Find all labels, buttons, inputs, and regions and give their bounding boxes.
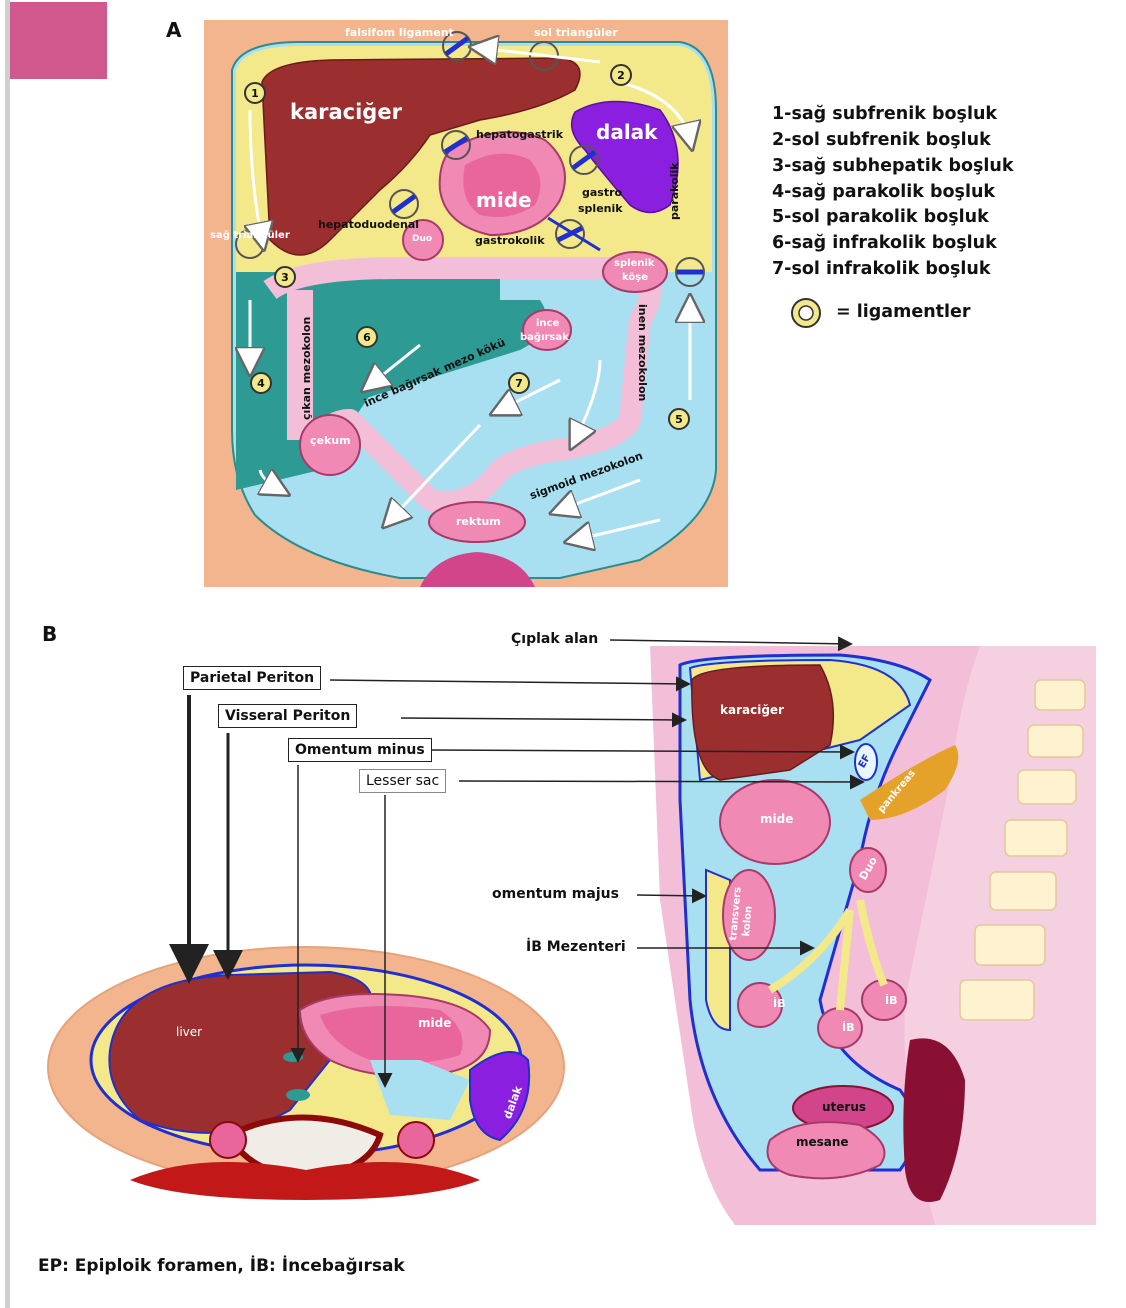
label-omentum-majus: omentum majus: [492, 886, 619, 902]
space-number-2: 2: [610, 64, 632, 86]
legend-item-1: 1-sağ subfrenik boşluk: [772, 104, 997, 124]
label-falsiform: falsifom ligament: [345, 26, 454, 39]
label-ince-1: ince: [536, 318, 559, 329]
legend-item-4: 4-sağ parakolik boşluk: [772, 182, 995, 202]
sagittal-ib-3: [862, 980, 906, 1020]
label-karaciger: karaciğer: [290, 100, 402, 124]
space-number-4: 4: [250, 372, 272, 394]
label-cikan-mezokolon: çıkan mezokolon: [300, 317, 313, 420]
sagittal-label-mide: mide: [760, 812, 793, 826]
legend-item-6: 6-sağ infrakolik boşluk: [772, 233, 997, 253]
label-sag-triangüler: sağ triangüler: [210, 230, 290, 241]
label-hepatogastrik: hepatogastrik: [476, 128, 563, 141]
sagittal-label-uterus: uterus: [822, 1100, 866, 1114]
label-parakolik: parakolik: [668, 162, 681, 220]
sagittal-label-ib-1: İB: [773, 997, 785, 1010]
label-gastrosplenik-1: gastro: [582, 186, 622, 199]
label-gastrokolik: gastrokolik: [475, 234, 545, 247]
panel-b-sagittal-diagram: [650, 646, 1096, 1225]
sagittal-label-mesane: mesane: [796, 1135, 849, 1149]
label-sol-triangüler: sol triangüler: [534, 26, 618, 39]
space-number-5: 5: [668, 408, 690, 430]
label-cekum: çekum: [310, 434, 351, 447]
callout-omentum-minus: Omentum minus: [288, 738, 432, 762]
legend-item-5: 5-sol parakolik boşluk: [772, 207, 989, 227]
label-rektum: rektum: [456, 515, 501, 528]
axial-left-kidney: [398, 1122, 434, 1158]
axial-label-mide: mide: [418, 1016, 451, 1030]
axial-label-liver: liver: [176, 1025, 202, 1039]
small-intestine-shape: [523, 310, 571, 350]
legend-item-2: 2-sol subfrenik boşluk: [772, 130, 991, 150]
axial-portal: [283, 1052, 303, 1062]
sagittal-bladder-shape: [768, 1122, 885, 1178]
label-dalak: dalak: [596, 120, 657, 144]
label-gastrosplenik-2: splenik: [578, 202, 623, 215]
space-number-1: 1: [244, 82, 266, 104]
panel-a-diagram: [204, 20, 728, 587]
axial-right-kidney: [210, 1122, 246, 1158]
legend-item-7: 7-sol infrakolik boşluk: [772, 259, 990, 279]
footnote: EP: Epiploik foramen, İB: İncebağırsak: [38, 1256, 405, 1276]
label-hepatoduodenal: hepatoduodenal: [318, 218, 419, 231]
space-number-6: 6: [356, 326, 378, 348]
legend-ligament-label: = ligamentler: [836, 302, 971, 322]
legend-item-3: 3-sağ subhepatik boşluk: [772, 156, 1014, 176]
panel-b-letter: B: [42, 622, 57, 646]
sagittal-label-ib-2: İB: [842, 1021, 854, 1034]
sagittal-label-ib-3: İB: [885, 994, 897, 1007]
sagittal-label-karaciger: karaciğer: [720, 703, 784, 717]
label-ciplak-alan: Çıplak alan: [511, 631, 598, 647]
axial-vessel: [286, 1089, 310, 1101]
space-number-7: 7: [508, 372, 530, 394]
label-duo-a: Duo: [412, 234, 432, 244]
sagittal-ib-2: [818, 1008, 862, 1048]
label-ince-2: bağırsak: [520, 332, 569, 343]
label-inen-mezokolon: inen mezokolon: [636, 304, 649, 401]
label-ib-mezenteri: İB Mezenteri: [526, 939, 626, 955]
callout-lesser-sac: Lesser sac: [359, 769, 446, 793]
space-number-3: 3: [274, 266, 296, 288]
label-mide: mide: [476, 188, 532, 212]
label-splenik-kose-1: splenik: [614, 258, 655, 269]
label-splenik-kose-2: köşe: [622, 272, 648, 283]
panel-b-axial-diagram: [48, 947, 564, 1200]
callout-visseral-periton: Visseral Periton: [218, 704, 357, 728]
callout-parietal-periton: Parietal Periton: [183, 666, 321, 690]
